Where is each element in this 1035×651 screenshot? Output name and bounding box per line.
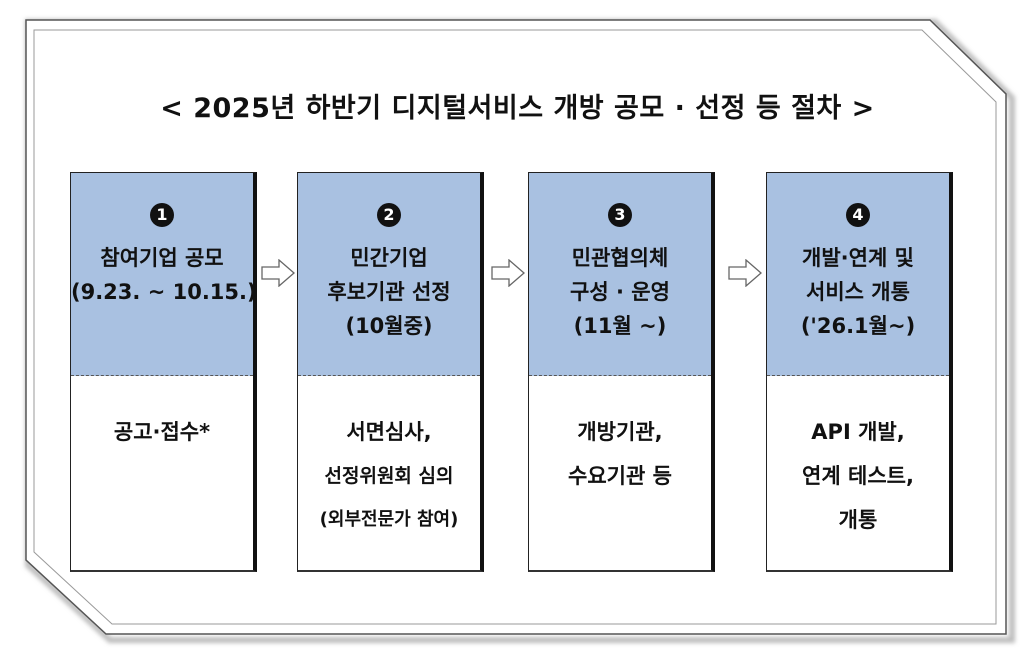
step-body-3: 개방기관, 수요기관 등	[529, 376, 711, 570]
step-title-line: 후보기관 선정	[327, 280, 451, 304]
step-number-icon: 4	[846, 203, 870, 227]
step-title-line: 구성 · 운영	[570, 280, 670, 304]
step-title-line: 개발·연계 및	[802, 246, 914, 270]
step-title-line: 민관협의체	[571, 246, 669, 270]
step-detail-line: 서면심사,	[346, 420, 432, 444]
step-box-1: 1 참여기업 공모 (9.23. ~ 10.15.) 공고·접수*	[70, 172, 257, 572]
step-title-line: 민간기업	[350, 246, 428, 270]
step-detail-line: API 개발,	[811, 420, 905, 444]
step-period: (11월 ~)	[573, 314, 667, 338]
step-box-2: 2 민간기업 후보기관 선정 (10월중) 서면심사, 선정위원회 심의 (외부…	[297, 172, 484, 572]
right-arrow-icon	[261, 259, 295, 287]
step-detail-line: (외부전문가 참여)	[319, 509, 459, 530]
right-arrow-icon	[728, 259, 762, 287]
step-number-icon: 3	[608, 203, 632, 227]
step-header-2: 2 민간기업 후보기관 선정 (10월중)	[298, 173, 480, 376]
step-body-4: API 개발, 연계 테스트, 개통	[767, 376, 949, 570]
step-detail-line: 공고·접수*	[113, 420, 211, 444]
step-detail-line: 연계 테스트,	[802, 464, 914, 488]
step-title-line: 참여기업 공모	[100, 246, 224, 270]
step-body-1: 공고·접수*	[71, 376, 253, 570]
step-detail-line: 개통	[838, 508, 878, 532]
step-body-2: 서면심사, 선정위원회 심의 (외부전문가 참여)	[298, 376, 480, 570]
step-header-3: 3 민관협의체 구성 · 운영 (11월 ~)	[529, 173, 711, 376]
page-title: < 2025년 하반기 디지털서비스 개방 공모 · 선정 등 절차 >	[160, 93, 875, 124]
step-box-4: 4 개발·연계 및 서비스 개통 ('26.1월~) API 개발, 연계 테스…	[766, 172, 953, 572]
step-period: (9.23. ~ 10.15.)	[71, 280, 257, 304]
step-detail-line: 수요기관 등	[568, 464, 672, 488]
step-box-3: 3 민관협의체 구성 · 운영 (11월 ~) 개방기관, 수요기관 등	[528, 172, 715, 572]
step-period: ('26.1월~)	[800, 314, 916, 338]
right-arrow-icon	[491, 259, 525, 287]
step-number-icon: 1	[150, 203, 174, 227]
step-detail-line: 개방기관,	[577, 420, 663, 444]
step-detail-line: 선정위원회 심의	[324, 465, 454, 487]
step-header-4: 4 개발·연계 및 서비스 개통 ('26.1월~)	[767, 173, 949, 376]
step-header-1: 1 참여기업 공모 (9.23. ~ 10.15.)	[71, 173, 257, 376]
step-period: (10월중)	[345, 314, 433, 338]
step-number-icon: 2	[377, 203, 401, 227]
step-title-line: 서비스 개통	[806, 280, 910, 304]
